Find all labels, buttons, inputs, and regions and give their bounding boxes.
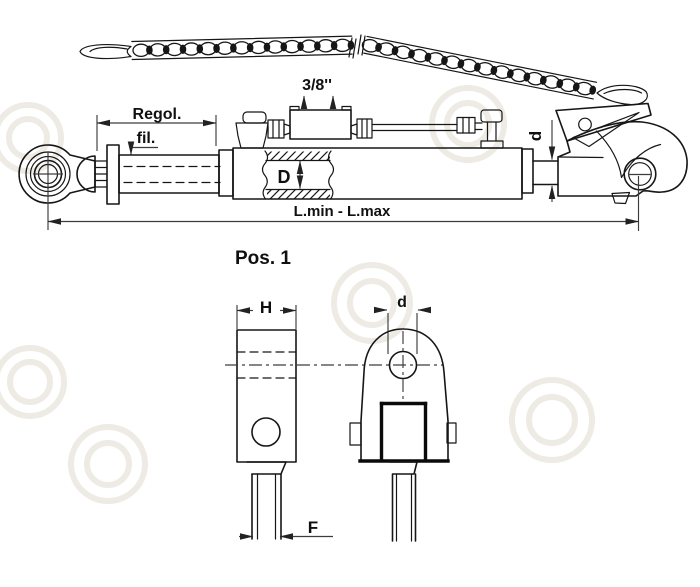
latch-eyelet (596, 84, 648, 106)
bore-diameter-label: D (278, 167, 291, 187)
right-latch-tab (446, 422, 457, 444)
hose-assembly (235, 105, 504, 149)
shaft-f-label: F (308, 518, 318, 537)
threaded-adjuster (76, 144, 221, 205)
chain-right-segment (360, 35, 598, 100)
ball-end-hole (251, 417, 281, 447)
ball-end-front-view: H F (225, 298, 443, 540)
thread-leader (127, 141, 158, 156)
top-link-side-view: D (18, 102, 688, 230)
hook-bottom-tab (611, 191, 631, 205)
chain-clip (79, 44, 132, 60)
valve-block (289, 109, 352, 140)
latch-pivot (578, 117, 592, 132)
hook-ball (623, 157, 657, 191)
chain-left-segment (131, 35, 356, 61)
hook-front-body (360, 328, 449, 461)
chain-break-marks (348, 34, 366, 59)
ball-end-body (236, 329, 297, 463)
length-label: L.min - L.max (294, 203, 391, 220)
side-view-dimensions: Regol. fil. 3/8'' d L.min - L.max (47, 77, 640, 231)
position-caption: Pos. 1 (235, 248, 291, 269)
rod-diameter-label: d (526, 131, 545, 141)
bore-cutaway: D (261, 150, 335, 200)
hole-d-label: d (397, 294, 407, 311)
width-h-label: H (260, 298, 272, 317)
watermark (0, 85, 595, 504)
adjust-label: Regol. (133, 106, 182, 123)
hook-end-front-view: d (349, 294, 457, 542)
cylinder-body: D (218, 147, 534, 200)
thread-label: fil. (137, 130, 156, 147)
claw-hook (555, 102, 688, 205)
hook-pin-hole (388, 350, 418, 380)
left-latch-tab (349, 422, 362, 446)
port-size-label: 3/8'' (302, 77, 332, 94)
release-chain (79, 34, 648, 106)
latch-lever (555, 102, 652, 142)
ball-joint-end (18, 144, 96, 230)
